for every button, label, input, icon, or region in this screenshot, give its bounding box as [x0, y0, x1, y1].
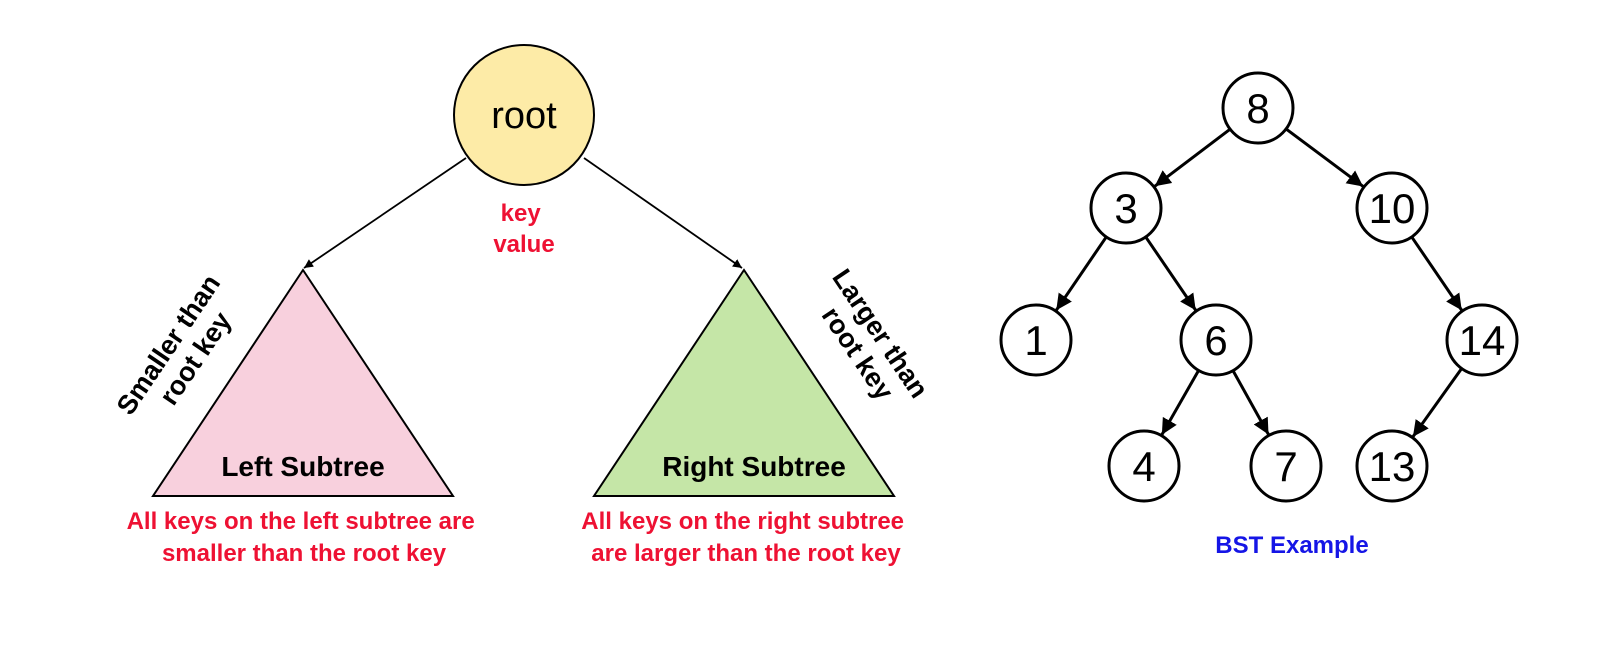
root-to-right-arrow — [583, 157, 743, 269]
root-node-label: root — [491, 95, 557, 137]
bst-edge-3-to-1 — [1055, 236, 1108, 312]
bst-edge-8-to-10 — [1285, 127, 1365, 188]
bst-node-14: 14 — [1445, 303, 1519, 377]
left-subtree-triangle — [151, 268, 455, 497]
right-subtree-caption: All keys on the right subtree are larger… — [581, 508, 910, 567]
right-caption-line-2: are larger than the root key — [591, 540, 901, 567]
bst-node-value: 8 — [1246, 85, 1269, 132]
bst-edge-6-to-7 — [1231, 369, 1270, 436]
bst-node-value: 13 — [1369, 443, 1416, 490]
root-node — [453, 44, 595, 186]
bst-node-8: 8 — [1221, 71, 1295, 145]
bst-node-7: 7 — [1249, 429, 1323, 503]
bst-node-1: 1 — [999, 303, 1073, 377]
left-caption-line-2: smaller than the root key — [162, 540, 447, 567]
right-subtree-label: Right Subtree — [662, 451, 846, 482]
bst-edge-14-to-13 — [1411, 367, 1463, 438]
bst-edge-6-to-4 — [1160, 369, 1200, 436]
bst-node-circle — [1355, 429, 1429, 503]
bst-node-value: 14 — [1459, 317, 1506, 364]
bst-node-value: 3 — [1114, 185, 1137, 232]
key-value-line-1: key — [501, 200, 542, 227]
bst-node-circle — [1355, 171, 1429, 245]
bst-node-10: 10 — [1355, 171, 1429, 245]
left-caption-line-1: All keys on the left subtree are — [127, 508, 475, 535]
bst-node-value: 10 — [1369, 185, 1416, 232]
bst-edge-8-to-3 — [1153, 127, 1232, 188]
bst-node-value: 4 — [1132, 443, 1155, 490]
bst-node-circle — [1107, 429, 1181, 503]
key-value-label: key value — [493, 200, 554, 258]
bst-node-circle — [1249, 429, 1323, 503]
bst-example-caption: BST Example — [1215, 532, 1368, 559]
bst-node-circle — [1445, 303, 1519, 377]
bst-node-6: 6 — [1179, 303, 1253, 377]
root-to-left-arrow — [303, 157, 467, 269]
bst-node-value: 6 — [1204, 317, 1227, 364]
left-subtree-caption: All keys on the left subtree are smaller… — [127, 508, 482, 567]
bst-node-13: 13 — [1355, 429, 1429, 503]
right-caption-line-1: All keys on the right subtree — [581, 508, 904, 535]
key-value-line-2: value — [493, 231, 554, 258]
left-subtree-label: Left Subtree — [221, 451, 384, 482]
bst-edge-3-to-6 — [1144, 236, 1197, 312]
bst-node-4: 4 — [1107, 429, 1181, 503]
bst-edges — [1055, 127, 1463, 438]
bst-node-circle — [1089, 171, 1163, 245]
bst-node-value: 1 — [1024, 317, 1047, 364]
concept-diagram: root key value Left Subtree Right Subtre… — [111, 44, 934, 567]
bst-node-circle — [1221, 71, 1295, 145]
bst-node-value: 7 — [1274, 443, 1297, 490]
bst-node-circle — [1179, 303, 1253, 377]
bst-nodes: 8 3 10 1 6 14 4 7 13 — [999, 71, 1519, 503]
bst-node-3: 3 — [1089, 171, 1163, 245]
right-subtree-triangle — [592, 268, 896, 497]
bst-edge-10-to-14 — [1410, 236, 1463, 312]
bst-node-circle — [999, 303, 1073, 377]
